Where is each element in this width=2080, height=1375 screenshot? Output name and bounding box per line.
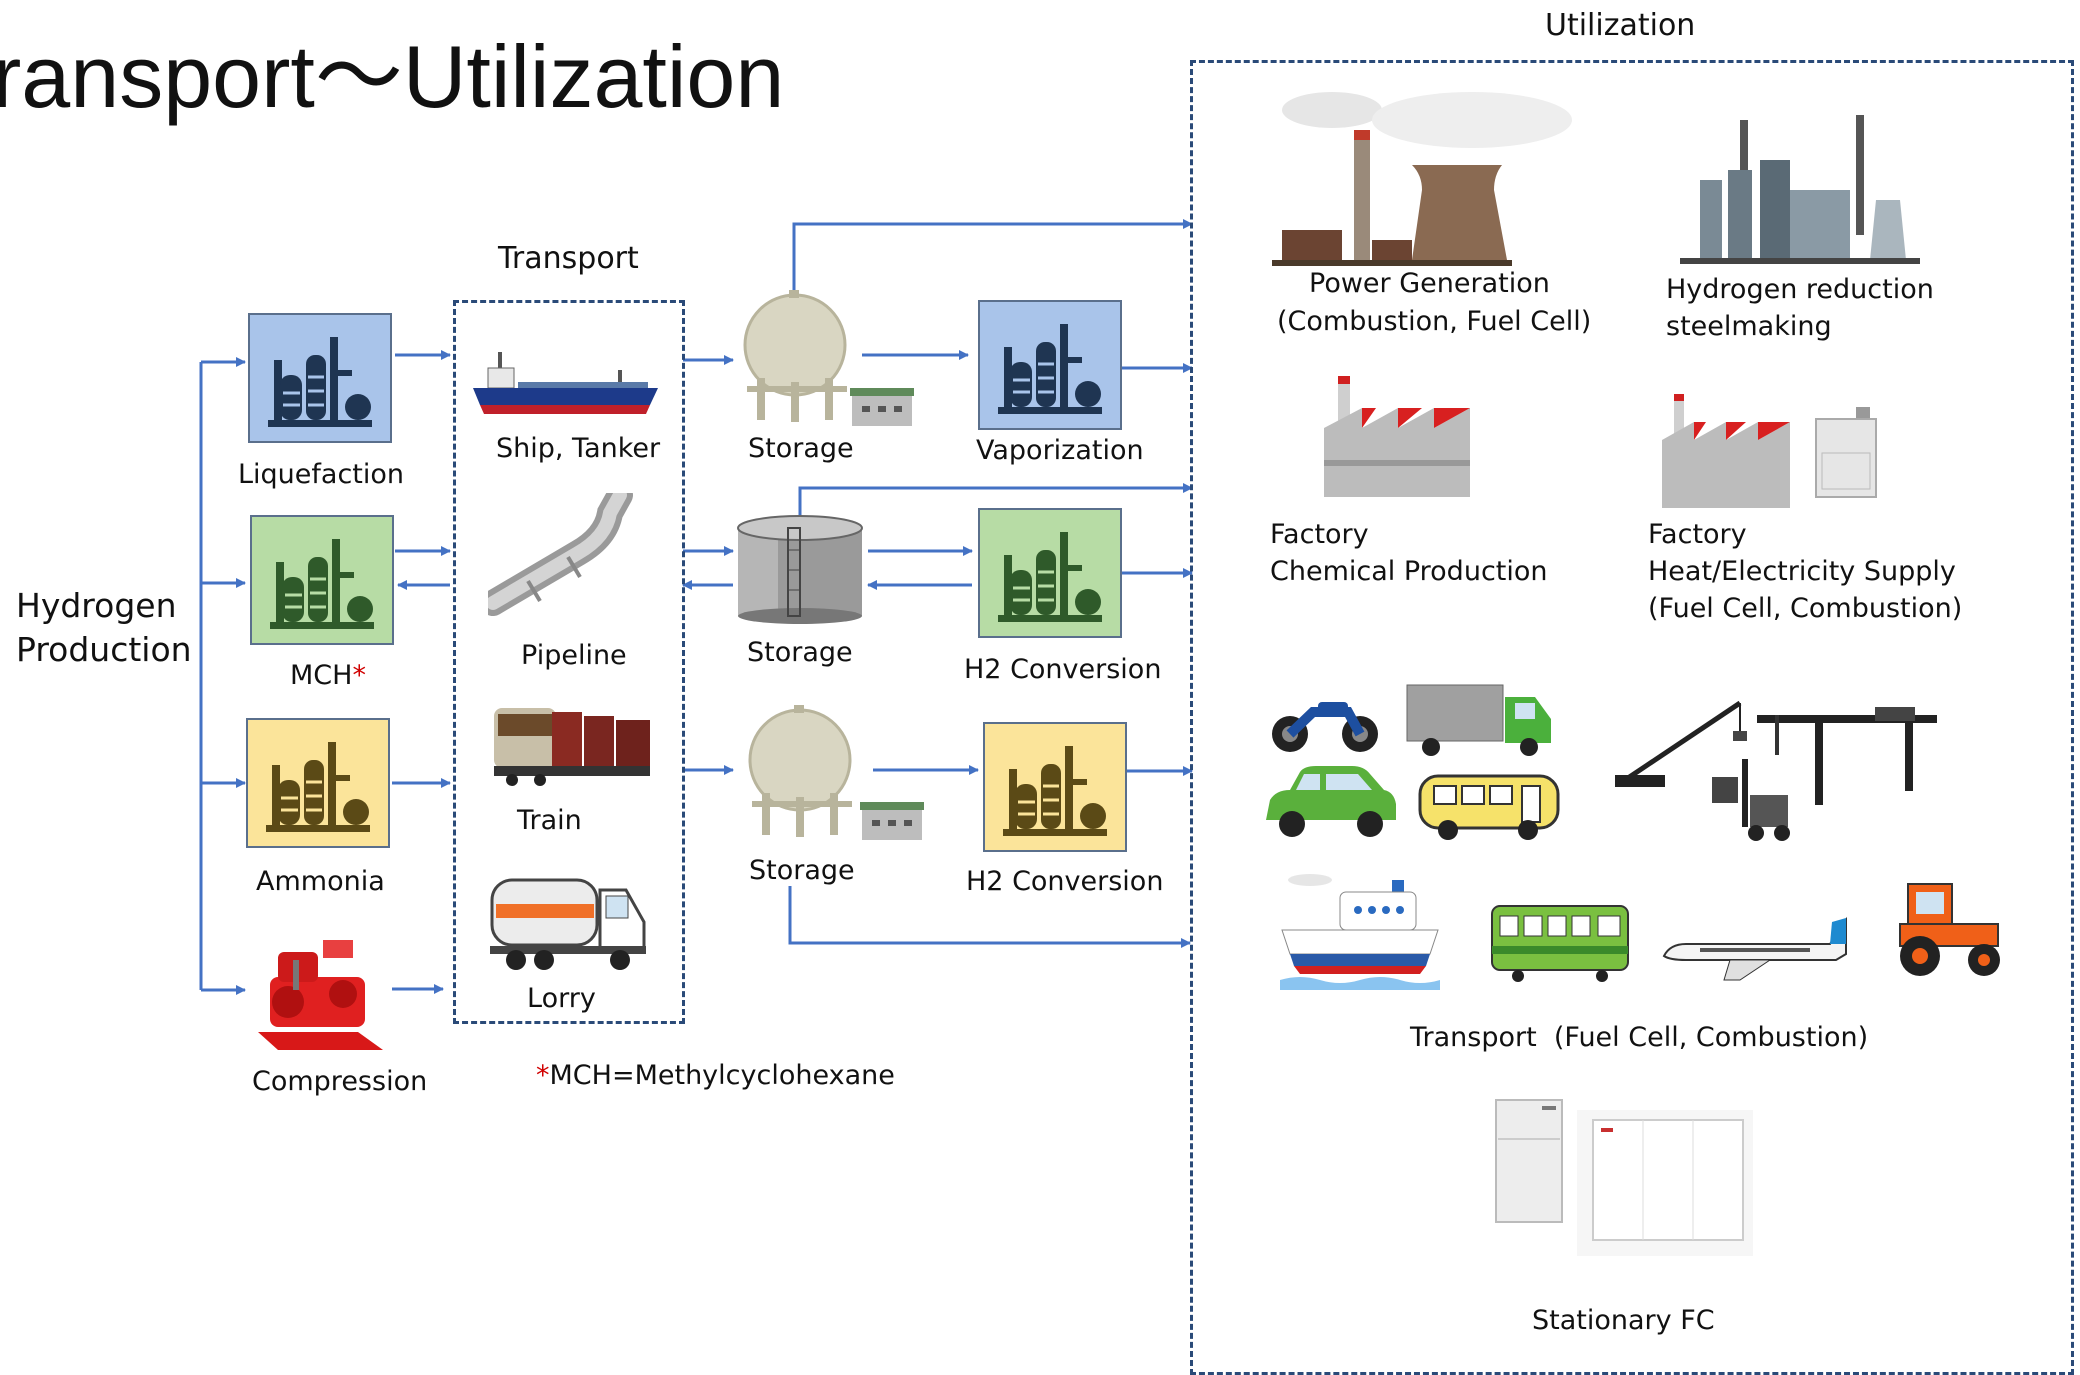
refinery-icon (266, 742, 370, 832)
airplane-icon (1662, 916, 1847, 981)
cylindrical-tank-icon (737, 515, 863, 624)
refinery-icon (1003, 746, 1107, 836)
factory-heat-line2: Heat/Electricity Supply (1648, 556, 1956, 587)
lorry-label: Lorry (527, 983, 596, 1014)
storage-3-label: Storage (749, 855, 855, 886)
storage-1-label: Storage (748, 433, 854, 464)
mch-label: MCH* (290, 660, 366, 691)
h2-conversion-1-plant (978, 508, 1122, 638)
page-title: ransport〜Utilization (0, 27, 785, 126)
motorcycle-icon (1272, 702, 1378, 752)
train-icon (494, 708, 650, 786)
refinery-icon (998, 532, 1102, 622)
refinery-icon (998, 324, 1102, 414)
steel-plant-icon (1680, 115, 1920, 264)
liquefaction-plant (248, 313, 392, 443)
vaporization-plant (978, 300, 1122, 430)
hydrogen-production-line1: Hydrogen (16, 586, 177, 625)
spherical-tank-icon (743, 290, 847, 422)
steelmaking-line2: steelmaking (1666, 311, 1832, 342)
building-icon (850, 388, 914, 426)
factory-heat-line3: (Fuel Cell, Combustion) (1648, 593, 1963, 624)
compressor-icon (258, 940, 383, 1050)
footnote-text: MCH=Methylcyclohexane (549, 1060, 895, 1091)
pipeline-icon (488, 493, 633, 616)
ferry-icon (1280, 874, 1440, 990)
factory-chemical-line1: Factory (1270, 519, 1369, 550)
transport-box (453, 300, 685, 1024)
refinery-icon (268, 337, 372, 427)
steelmaking-line1: Hydrogen reduction (1666, 274, 1934, 305)
utilization-heading: Utilization (1545, 8, 1696, 43)
footnote: *MCH=Methylcyclohexane (536, 1060, 895, 1091)
ship-icon (473, 352, 658, 414)
building-icon (860, 802, 924, 840)
train-label: Train (517, 805, 582, 836)
mch-asterisk: * (352, 660, 366, 691)
power-generation-label: Power Generation (1309, 268, 1550, 299)
h2-conversion-2-label: H2 Conversion (966, 866, 1164, 897)
fuel-cell-unit-icon (1495, 1099, 1563, 1223)
ammonia-plant (246, 718, 390, 848)
compression-label: Compression (252, 1066, 428, 1097)
commuter-train-icon (1491, 905, 1629, 982)
tractor-icon (1899, 883, 2000, 976)
footnote-asterisk: * (536, 1060, 550, 1091)
power-generation-line1: Power Generation (1309, 268, 1550, 299)
car-icon (1266, 766, 1396, 837)
mch-plant (250, 515, 394, 645)
hydrogen-production-label: Hydrogen Production (16, 584, 192, 672)
factory-icon (1662, 394, 1790, 508)
mch-label-text: MCH (290, 660, 353, 691)
vaporization-label: Vaporization (976, 435, 1144, 466)
ammonia-label: Ammonia (256, 866, 385, 897)
gantry-crane-icon (1757, 707, 1937, 805)
forklift-icon (1712, 759, 1790, 841)
hydrogen-production-line2: Production (16, 630, 192, 669)
spherical-tank-icon (748, 705, 852, 837)
power-generation-sublabel: (Combustion, Fuel Cell) (1277, 306, 1592, 337)
stationary-fc-label: Stationary FC (1532, 1305, 1715, 1336)
liquefaction-label: Liquefaction (238, 459, 405, 490)
crane-icon (1615, 700, 1747, 787)
boiler-icon (1815, 407, 1877, 498)
truck-icon (1406, 684, 1551, 756)
pipeline-label: Pipeline (521, 640, 627, 671)
factory-heat-line1: Factory (1648, 519, 1747, 550)
utilization-box (1190, 60, 2074, 1375)
h2-conversion-1-label: H2 Conversion (964, 654, 1162, 685)
ship-label: Ship, Tanker (496, 433, 661, 464)
factory-icon (1324, 376, 1470, 497)
lorry-icon (490, 878, 646, 970)
factory-chemical-line2: Chemical Production (1270, 556, 1548, 587)
bus-icon (1418, 774, 1560, 840)
fuel-cell-unit-icon (1577, 1110, 1753, 1256)
storage-2-label: Storage (747, 637, 853, 668)
power-plant-icon (1272, 92, 1572, 266)
transport-heading: Transport (498, 241, 639, 276)
transport-utilization-label: Transport (Fuel Cell, Combustion) (1410, 1022, 1869, 1053)
h2-conversion-2-plant (983, 722, 1127, 852)
refinery-icon (270, 539, 374, 629)
